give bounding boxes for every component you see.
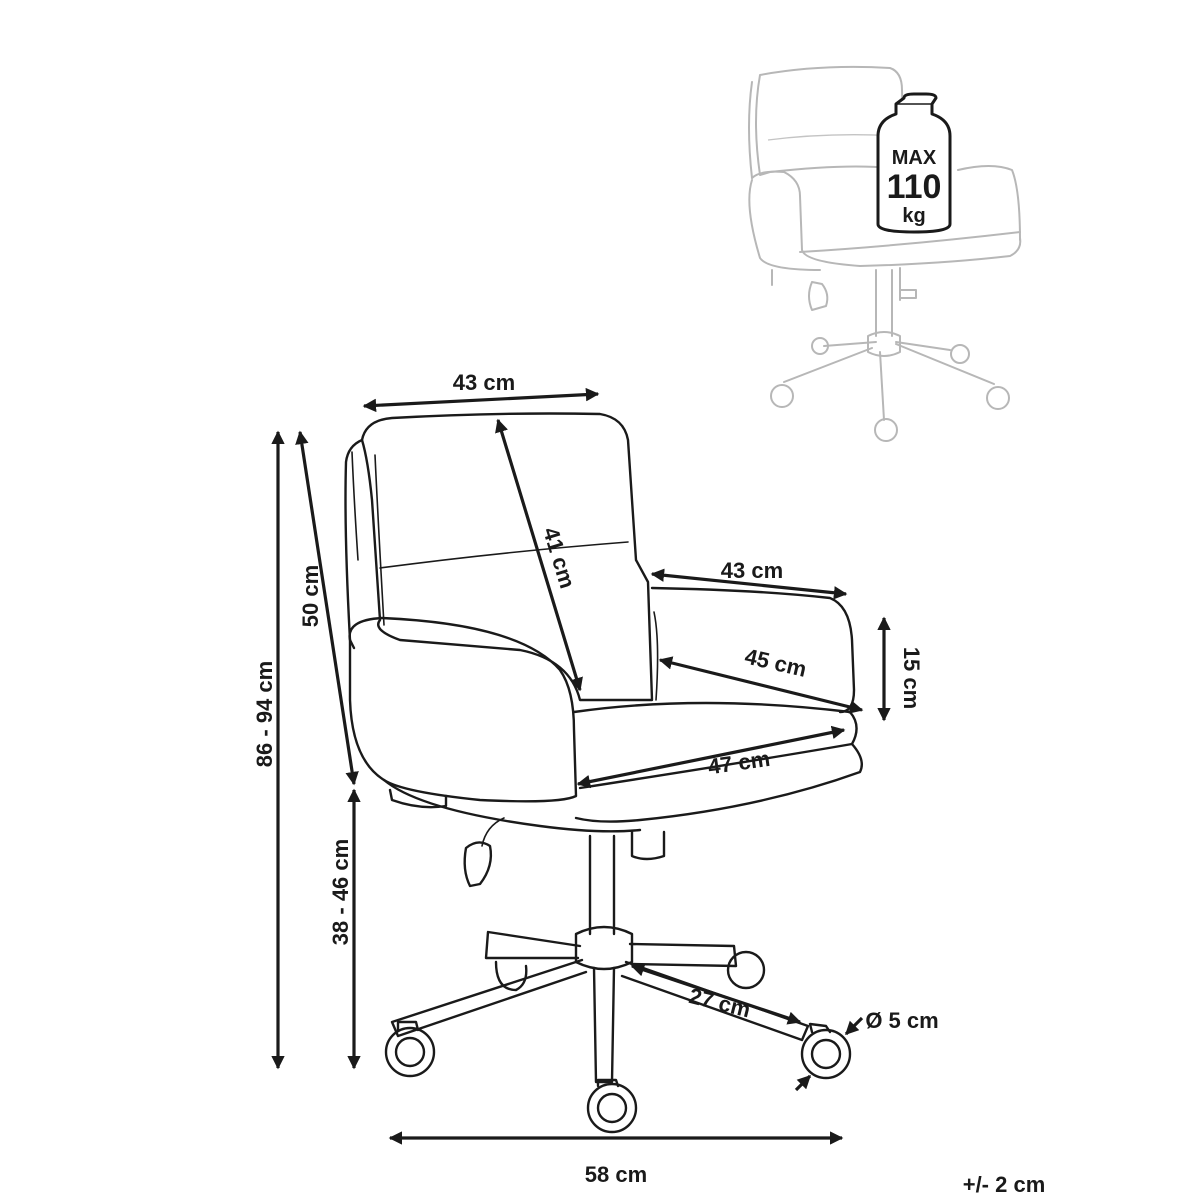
backrest-rear-panel — [344, 438, 364, 650]
label-tolerance: +/- 2 cm — [963, 1172, 1046, 1197]
label-back-height: 50 cm — [298, 565, 323, 627]
arrow-caster-bottom — [794, 1074, 812, 1092]
base-leg-back-left — [484, 930, 582, 960]
badge-unit: kg — [902, 205, 925, 227]
weight-icon — [876, 92, 952, 234]
dimension-arrows — [271, 387, 891, 1145]
label-armrest-height: 15 cm — [899, 647, 924, 709]
caster-back-left — [494, 960, 528, 992]
label-armrest-length: 43 cm — [721, 558, 783, 583]
arrow-backrest-height — [495, 418, 583, 692]
base-leg-front-left — [390, 958, 588, 1038]
main-chair-drawing — [344, 412, 863, 1134]
base-leg-back-right — [628, 942, 738, 968]
reference-chair-thumbnail — [748, 65, 1022, 442]
cylinder-base-cap — [574, 925, 634, 971]
gas-cylinder — [588, 834, 616, 936]
seat-cushion — [574, 742, 863, 823]
gas-lever — [463, 841, 493, 888]
label-caster-diameter: Ø 5 cm — [865, 1008, 938, 1033]
label-seat-depth: 45 cm — [742, 643, 808, 681]
arrow-seat-width — [576, 725, 846, 789]
backrest-seam — [379, 541, 629, 569]
max-weight-badge: MAX 110 kg — [876, 92, 952, 234]
backrest — [360, 412, 654, 702]
arrow-backrest-width — [362, 387, 600, 413]
seat-underside — [382, 778, 642, 833]
caster-front-right — [800, 1022, 852, 1080]
badge-max: MAX — [892, 147, 937, 169]
label-backrest-height: 41 cm — [538, 524, 580, 591]
height-lever-housing — [630, 830, 666, 861]
arrow-seat-depth — [658, 656, 864, 714]
seat-mechanism — [388, 788, 448, 809]
arrow-caster-top — [844, 1016, 864, 1036]
label-seat-width: 47 cm — [706, 746, 771, 779]
badge-value: 110 — [887, 168, 942, 206]
arrow-armrest-length — [650, 568, 848, 600]
label-base-width: 58 cm — [585, 1162, 647, 1187]
caster-back-right — [726, 950, 766, 990]
caster-front — [586, 1078, 638, 1134]
arrow-back-height — [295, 430, 359, 786]
label-backrest-width: 43 cm — [453, 370, 515, 395]
label-seat-height: 38 - 46 cm — [328, 839, 353, 945]
base-leg-front — [592, 966, 616, 1084]
caster-front-left — [384, 1020, 436, 1078]
label-total-height: 86 - 94 cm — [252, 661, 277, 767]
arrow-leg-length — [630, 963, 802, 1025]
